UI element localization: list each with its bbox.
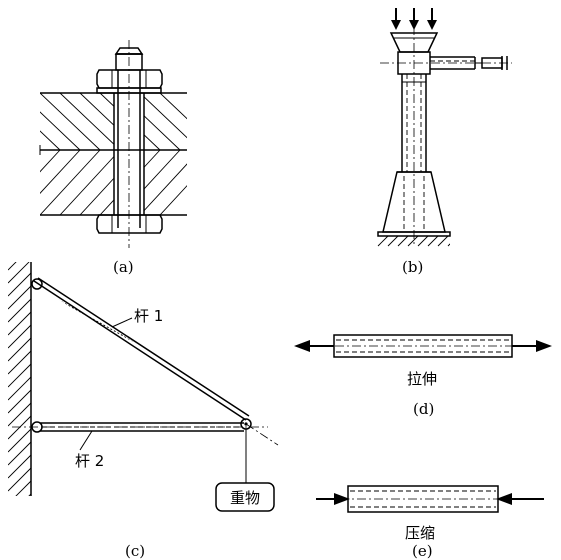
panel-e-compression: 压缩 (e) [316, 485, 544, 560]
rod-1-label: 杆 1 [134, 307, 163, 325]
panel-b-column: (b) [377, 8, 512, 276]
caption-c: (c) [125, 542, 145, 560]
compression-arrow-left [316, 493, 350, 505]
panel-d-tension: 拉伸 (d) [294, 334, 552, 418]
panel-a-bolted-joint: (a) [39, 40, 187, 276]
rod-1 [33, 277, 250, 421]
bolt-head [96, 214, 163, 234]
ground-hatching [377, 235, 450, 247]
rod-1-axis-extension [245, 423, 279, 446]
clamped-plates-hatching [40, 93, 187, 215]
wall-hatching [8, 262, 32, 496]
rod-1-leader [111, 317, 133, 328]
caption-e: (e) [412, 542, 433, 560]
load-arrows [391, 8, 437, 30]
nut [96, 69, 163, 89]
tension-arrow-left [294, 340, 334, 352]
caption-a: (a) [113, 258, 134, 276]
weight-box [215, 482, 275, 512]
tension-arrow-right [512, 340, 552, 352]
rod-2-leader [79, 430, 93, 451]
column [401, 74, 427, 172]
tension-label: 拉伸 [407, 370, 437, 388]
caption-d: (d) [413, 400, 434, 418]
compression-label: 压缩 [405, 524, 435, 542]
panel-c-bracket: 重物 杆 1 杆 2 (c) [8, 262, 279, 560]
caption-b: (b) [402, 258, 423, 276]
compression-arrow-right [496, 493, 544, 505]
rod-2-label: 杆 2 [75, 452, 104, 470]
wall-pin-top [31, 278, 43, 290]
weight-label: 重物 [230, 489, 260, 507]
